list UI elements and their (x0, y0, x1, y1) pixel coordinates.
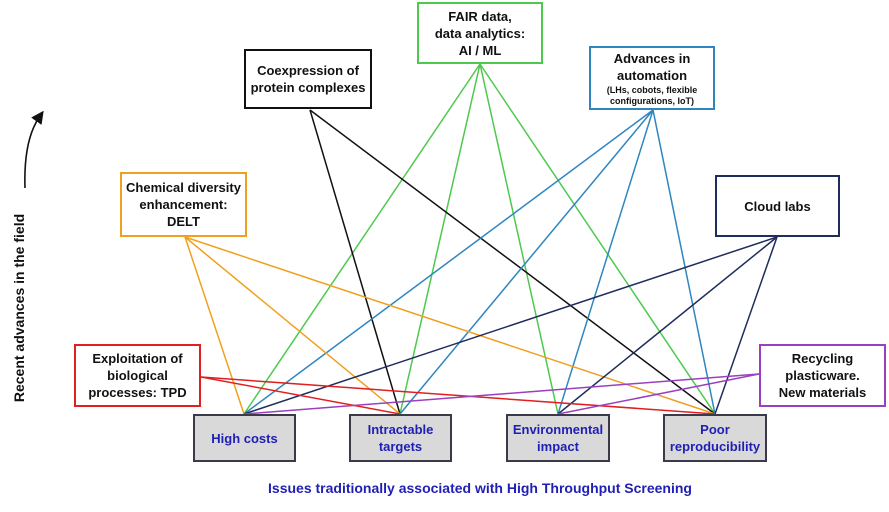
advance-label: Exploitation of biological processes: TP… (88, 351, 187, 400)
advance-box-recycling: Recycling plasticware. New materials (759, 344, 886, 407)
link-cloud-to-env (557, 236, 778, 415)
issue-box-high-costs: High costs (193, 414, 296, 462)
advance-box-coexpression: Coexpression of protein complexes (244, 49, 372, 109)
link-cloud-to-cost (243, 236, 778, 415)
advance-box-biological-processes: Exploitation of biological processes: TP… (74, 344, 201, 407)
link-auto-to-intract (399, 109, 654, 415)
x-axis-label: Issues traditionally associated with Hig… (268, 480, 692, 496)
link-bio-to-repro (200, 376, 716, 415)
issue-label: Environmental impact (512, 422, 604, 454)
advance-label: Cloud labs (744, 198, 811, 214)
link-coexp-to-repro (309, 109, 716, 415)
issue-box-intractable-targets: Intractable targets (349, 414, 452, 462)
advance-sublabel: (LHs, cobots, flexible configurations, I… (606, 84, 698, 106)
link-fair-to-intract (399, 63, 481, 415)
issue-label: Intractable targets (367, 422, 434, 454)
link-coexp-to-intract (309, 109, 401, 415)
issue-box-environmental-impact: Environmental impact (506, 414, 610, 462)
link-auto-to-cost (243, 109, 654, 415)
link-cloud-to-repro (714, 236, 778, 415)
issue-label: Poor reproducibility (669, 422, 761, 454)
advance-box-chemical-diversity: Chemical diversity enhancement: DELT (120, 172, 247, 237)
link-recyc-to-env (557, 373, 760, 415)
link-chem-to-intract (184, 236, 401, 415)
advance-label: Coexpression of protein complexes (250, 63, 366, 95)
link-fair-to-cost (243, 63, 481, 415)
advance-box-fair-data: FAIR data, data analytics: AI / ML (417, 2, 543, 64)
link-auto-to-env (557, 109, 654, 415)
link-chem-to-repro (184, 236, 716, 415)
advance-box-cloud-labs: Cloud labs (715, 175, 840, 237)
link-chem-to-cost (184, 236, 245, 415)
link-fair-to-repro (479, 63, 716, 415)
up-arrow-icon (24, 110, 44, 189)
link-fair-to-env (479, 63, 559, 415)
advance-label: Recycling plasticware. New materials (778, 351, 867, 400)
issue-box-poor-reproducibility: Poor reproducibility (663, 414, 767, 462)
advance-label: Advances in automation (613, 50, 691, 83)
link-recyc-to-cost (243, 373, 760, 415)
issue-label: High costs (211, 430, 278, 446)
link-auto-to-repro (652, 109, 716, 415)
y-axis-label-text: Recent advances in the field (11, 213, 27, 403)
advance-label: FAIR data, data analytics: AI / ML (434, 8, 526, 58)
link-bio-to-intract (200, 376, 401, 415)
advance-label: Chemical diversity enhancement: DELT (126, 180, 241, 229)
advance-box-automation: Advances in automation (LHs, cobots, fle… (589, 46, 715, 110)
